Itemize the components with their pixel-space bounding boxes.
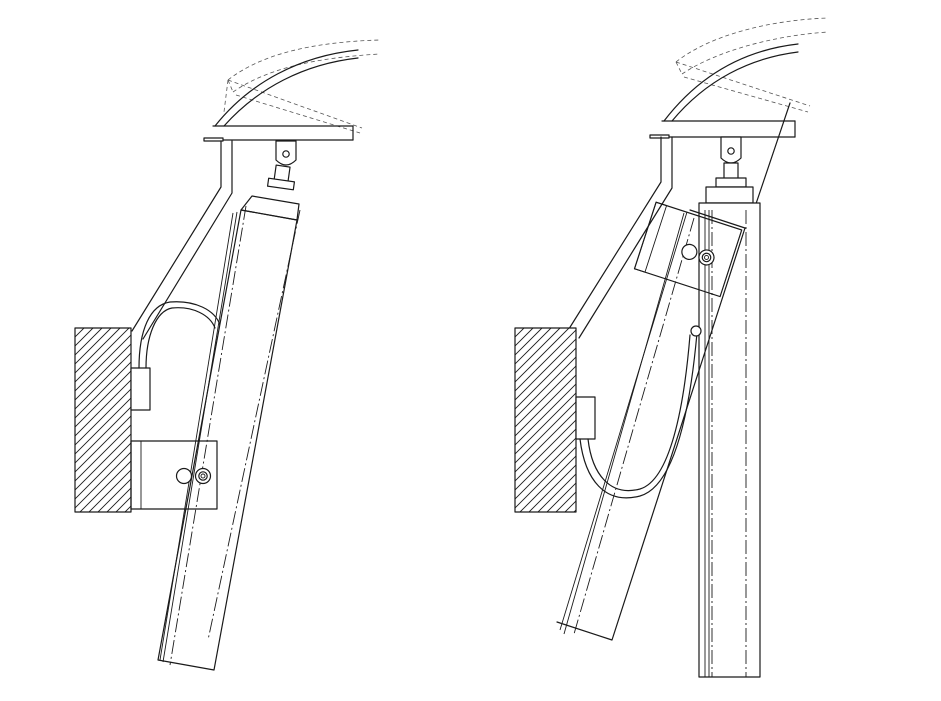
- hatch-line: [515, 383, 576, 446]
- hatch-line: [75, 451, 131, 509]
- hatch-line: [88, 469, 131, 512]
- hatch-line: [75, 433, 131, 491]
- left-panel: [74, 39, 498, 671]
- hatch-line: [296, 328, 480, 512]
- hatch-line: [515, 347, 576, 410]
- hatch-line: [75, 328, 130, 383]
- left-wall-hatched: [74, 327, 498, 513]
- hatch-line: [515, 446, 576, 509]
- right-clevis: [715, 136, 747, 188]
- left-bracket-hole-icon: [175, 467, 193, 485]
- hatch-line: [75, 415, 131, 473]
- left-actuator-body: [157, 195, 301, 671]
- hatch-line: [515, 328, 570, 383]
- hatch-line: [75, 388, 131, 446]
- right-open-sash-outline: [675, 17, 829, 113]
- hatch-line: [251, 328, 435, 512]
- hatch-line: [278, 328, 462, 512]
- right-bracket-hole-icon: [681, 243, 698, 261]
- hatch-line: [515, 392, 576, 455]
- left-sash-arc: [214, 49, 359, 127]
- hatch-line: [97, 478, 131, 512]
- hatch-line: [515, 437, 576, 500]
- hatch-line: [75, 370, 131, 428]
- right-sash-arc: [663, 43, 799, 122]
- right-frame-profile: [566, 136, 673, 339]
- right-cable: [579, 332, 698, 499]
- hatch-line: [75, 328, 112, 365]
- hatch-line: [75, 352, 131, 410]
- hatch-line: [515, 365, 576, 428]
- hatch-line: [75, 379, 131, 437]
- hatch-line: [515, 328, 516, 329]
- hatch-line: [515, 401, 576, 464]
- hatch-line: [515, 410, 576, 473]
- hatch-line: [260, 328, 444, 512]
- right-cable-inner: [587, 334, 691, 492]
- hatch-line: [515, 338, 576, 401]
- hatch-line: [75, 397, 131, 455]
- left-clevis: [266, 140, 297, 191]
- hatch-line: [269, 328, 453, 512]
- right-actuator-vertical: [698, 186, 761, 678]
- hatch-line: [754, 328, 938, 512]
- hatch-line: [515, 428, 576, 491]
- left-cable: [138, 301, 221, 369]
- left-cable-inner: [145, 307, 216, 369]
- hatch-line: [745, 328, 929, 512]
- hatch-line: [515, 328, 525, 338]
- hatch-line: [314, 328, 498, 512]
- left-bracket: [130, 440, 218, 510]
- hatch-line: [75, 343, 131, 401]
- hatch-line: [515, 329, 576, 392]
- right-bracket: [633, 201, 743, 298]
- hatch-line: [537, 473, 576, 512]
- right-panel: [514, 17, 938, 678]
- left-top-rail: [203, 125, 354, 142]
- hatch-line: [75, 442, 131, 500]
- hatch-line: [515, 356, 576, 419]
- hatch-line: [75, 328, 76, 329]
- hatch-line: [305, 328, 489, 512]
- hatch-line: [75, 328, 85, 338]
- hatch-line: [287, 328, 471, 512]
- hatch-line: [519, 455, 576, 512]
- hatch-line: [75, 406, 131, 464]
- left-frame-profile: [131, 140, 233, 340]
- hatch-line: [736, 328, 920, 512]
- hatch-line: [75, 328, 121, 374]
- right-cable-gland-icon: [690, 325, 702, 337]
- hatch-line: [79, 460, 131, 512]
- hatch-line: [515, 328, 561, 374]
- hatch-line: [515, 374, 576, 437]
- left-open-sash-outline: [223, 39, 381, 134]
- hatch-line: [515, 328, 534, 347]
- left-wall-mount-plate: [130, 367, 151, 411]
- hatch-line: [515, 328, 552, 365]
- hatch-line: [75, 334, 131, 392]
- right-actuator-tilted: [556, 209, 746, 641]
- right-wall-mount-plate: [575, 396, 596, 440]
- right-wall-hatched: [514, 327, 938, 513]
- hatch-line: [528, 464, 576, 512]
